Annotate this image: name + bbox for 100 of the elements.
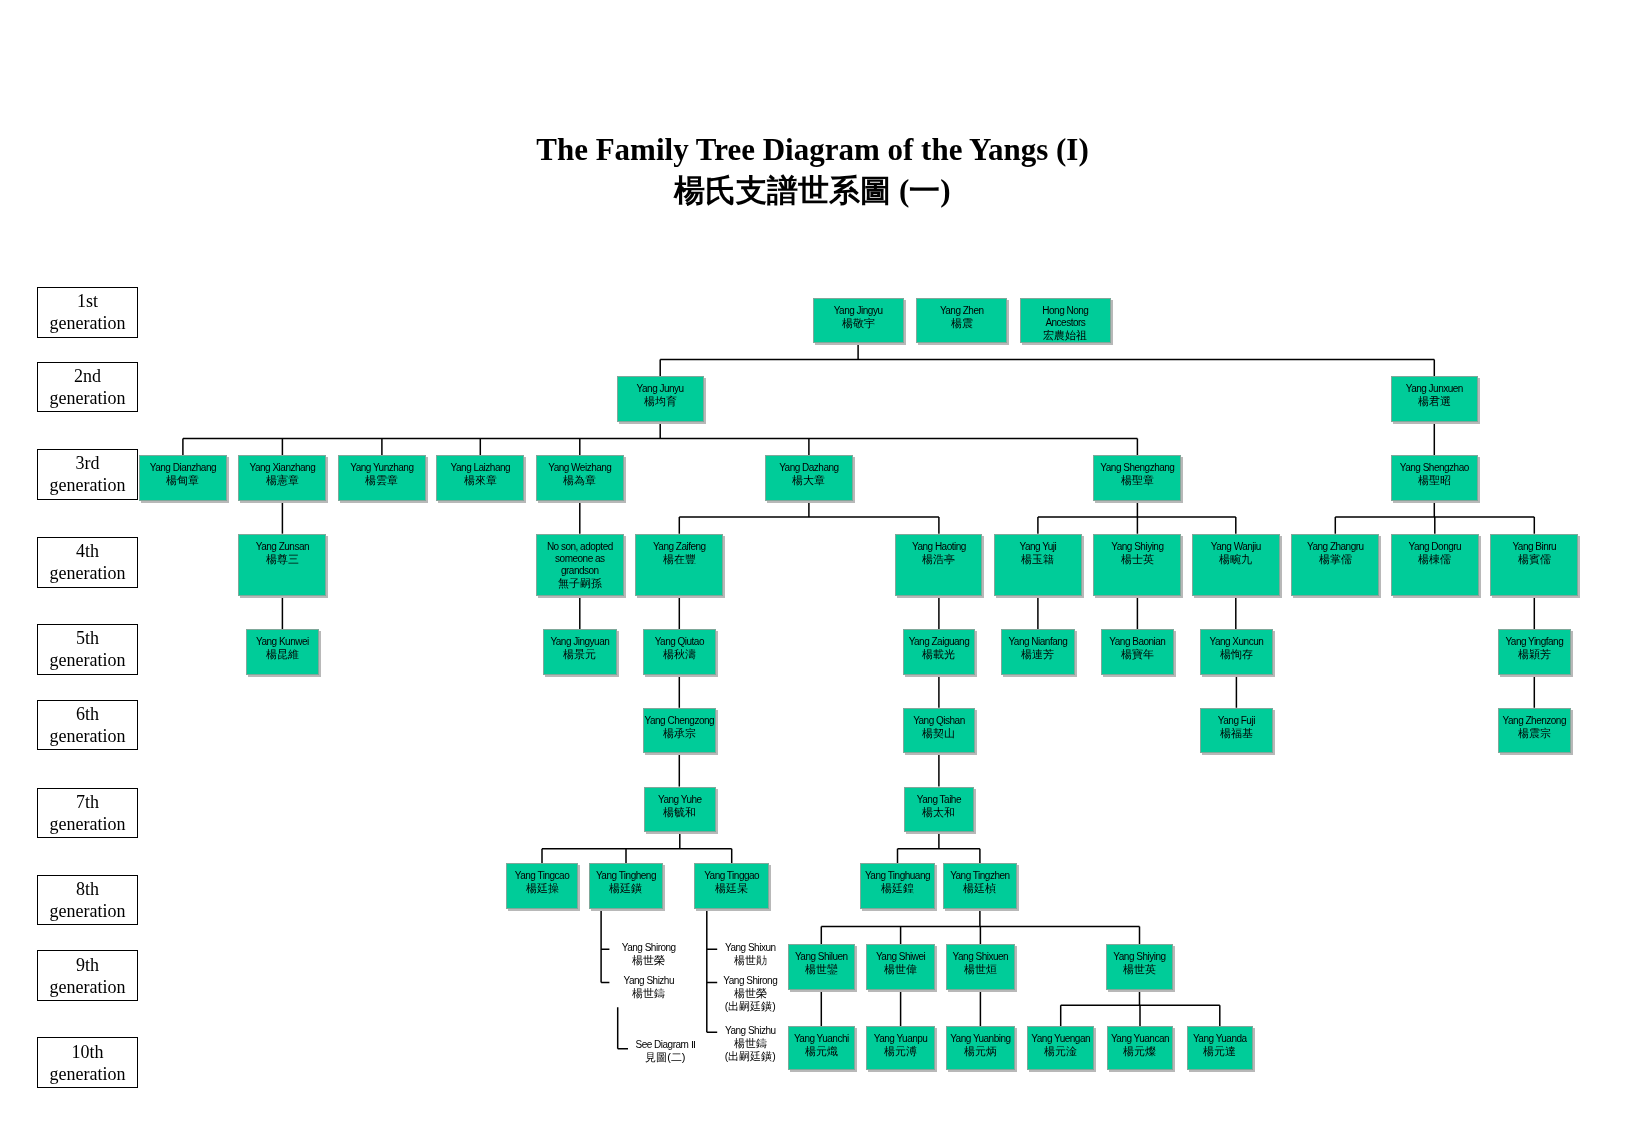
english-name: Yang Yunzhang bbox=[350, 461, 414, 474]
connector-line bbox=[616, 1006, 629, 1050]
generation-label: 6th generation bbox=[48, 702, 127, 747]
person-box bbox=[1105, 944, 1174, 990]
chinese-name: 楊景元 bbox=[563, 648, 597, 662]
connector-line bbox=[600, 908, 611, 984]
chinese-name: 楊世鑾 bbox=[804, 963, 838, 977]
connector-line bbox=[678, 752, 681, 788]
generation-box bbox=[37, 448, 138, 500]
english-name: Yang Yuancan bbox=[1110, 1033, 1170, 1045]
person-box bbox=[1390, 533, 1479, 596]
english-name: Yang Fuji bbox=[1217, 714, 1255, 727]
english-name: Yang Junxuen bbox=[1405, 383, 1463, 396]
person-box bbox=[1390, 454, 1478, 501]
person-box bbox=[943, 863, 1017, 909]
chinese-name: 楊恂存 bbox=[1219, 648, 1253, 662]
connector-line bbox=[579, 595, 581, 630]
person-box bbox=[812, 298, 904, 344]
english-name: Yang Yuanda bbox=[1192, 1033, 1247, 1045]
chinese-name: 楊為章 bbox=[563, 473, 597, 487]
person-box bbox=[642, 629, 717, 675]
english-name: No son, adopted someone as grandson bbox=[545, 540, 614, 577]
connector-line bbox=[281, 595, 284, 630]
person-box bbox=[238, 454, 327, 501]
chinese-name: 楊士英 bbox=[1120, 552, 1154, 566]
english-name: Yang Laizhang bbox=[450, 461, 511, 474]
generation-label: 3rd generation bbox=[48, 452, 127, 497]
english-name: Yang Shirong bbox=[723, 975, 778, 988]
connector-line bbox=[1235, 595, 1237, 630]
chinese-name: 楊元淦 bbox=[1044, 1045, 1078, 1058]
english-name: Yang Shengzhao bbox=[1399, 461, 1469, 474]
person-box bbox=[866, 1026, 935, 1070]
english-name: Yang Shiying bbox=[1111, 540, 1164, 553]
connector-line bbox=[938, 595, 940, 630]
chinese-name: 楊尊三 bbox=[265, 552, 299, 566]
generation-box bbox=[37, 361, 138, 413]
chinese-name: 楊世鑄 bbox=[632, 987, 666, 1001]
english-name: Yang Yuanpu bbox=[873, 1033, 928, 1045]
chinese-name: 楊敬宇 bbox=[841, 317, 875, 331]
chinese-name: 楊世烜 bbox=[963, 963, 997, 977]
english-name: Yang Dazhang bbox=[779, 461, 839, 474]
chinese-name: 楊元燦 bbox=[1123, 1045, 1157, 1058]
generation-box bbox=[37, 874, 138, 926]
english-name: Yang Chengzong bbox=[644, 714, 715, 727]
chinese-name: 楊承宗 bbox=[662, 726, 696, 740]
english-name: Hong Nong Ancestors bbox=[1041, 305, 1090, 330]
english-name: Yang Shiwei bbox=[875, 951, 926, 964]
chinese-name: 楊大章 bbox=[792, 473, 826, 487]
person-box bbox=[895, 533, 983, 596]
person-box bbox=[1200, 629, 1273, 675]
english-name: Yang Jingyu bbox=[833, 305, 883, 318]
person-box bbox=[1027, 1026, 1095, 1070]
person-box bbox=[635, 533, 724, 596]
person-box bbox=[694, 863, 769, 909]
person-box bbox=[642, 707, 717, 754]
generation-box bbox=[37, 1037, 138, 1089]
english-name: Yang Zhen bbox=[939, 305, 984, 318]
english-name: Yang Junyu bbox=[636, 383, 684, 396]
chinese-name: 楊在豐 bbox=[662, 552, 696, 566]
english-name: Yang Kunwei bbox=[256, 636, 309, 649]
person-box bbox=[1019, 298, 1111, 344]
chinese-name: 楊載光 bbox=[922, 648, 956, 662]
english-name: Yang Dianzhang bbox=[149, 461, 216, 474]
chinese-name: 楊均育 bbox=[643, 395, 677, 409]
chinese-name: 楊昆維 bbox=[265, 648, 299, 662]
english-name: Yang Shiluen bbox=[794, 951, 848, 964]
person-box bbox=[1106, 1026, 1174, 1070]
chinese-name: 楊元熾 bbox=[804, 1045, 838, 1058]
english-name: Yang Shizhu bbox=[725, 1024, 776, 1037]
english-name: Yang Nianfang bbox=[1008, 636, 1068, 649]
english-name: Yang Tingzhen bbox=[950, 870, 1010, 883]
person-box bbox=[543, 629, 617, 675]
english-name: Yang Tingcao bbox=[514, 870, 570, 883]
chinese-name: 楊來章 bbox=[463, 473, 497, 487]
person-box bbox=[337, 454, 426, 501]
person-box bbox=[1200, 707, 1273, 754]
chinese-name: 楊廷鍠 bbox=[880, 882, 914, 896]
generation-box bbox=[37, 287, 138, 338]
english-name: Yang Dongru bbox=[1408, 540, 1462, 553]
generation-label: 4th generation bbox=[48, 540, 127, 585]
english-name: Yang Yuji bbox=[1019, 540, 1057, 553]
diagram-subtitle: 楊氏支譜世系圖 (一) bbox=[674, 172, 951, 210]
connector-line bbox=[706, 908, 718, 1033]
adoption-note: (出嗣廷鐄) bbox=[724, 1000, 776, 1014]
english-name: Yang Zhangru bbox=[1307, 540, 1364, 553]
chinese-name: 楊震宗 bbox=[1517, 726, 1551, 740]
chinese-name: 楊福基 bbox=[1219, 726, 1253, 740]
connector-line bbox=[182, 421, 1139, 456]
person-box bbox=[903, 786, 975, 833]
chinese-name: 楊憲章 bbox=[265, 473, 299, 487]
chinese-name: 楊元溥 bbox=[884, 1045, 918, 1058]
person-box bbox=[1093, 533, 1182, 596]
diagram-title: The Family Tree Diagram of the Yangs (I) bbox=[536, 131, 1089, 169]
generation-label: 1st generation bbox=[48, 290, 127, 335]
person-box bbox=[1291, 533, 1380, 596]
chinese-name: 無子嗣孫 bbox=[557, 576, 602, 590]
generation-label: 9th generation bbox=[48, 953, 127, 998]
person-box bbox=[860, 863, 935, 909]
english-name: Yang Shiying bbox=[1113, 951, 1166, 964]
chinese-name: 楊聖章 bbox=[1120, 473, 1154, 487]
